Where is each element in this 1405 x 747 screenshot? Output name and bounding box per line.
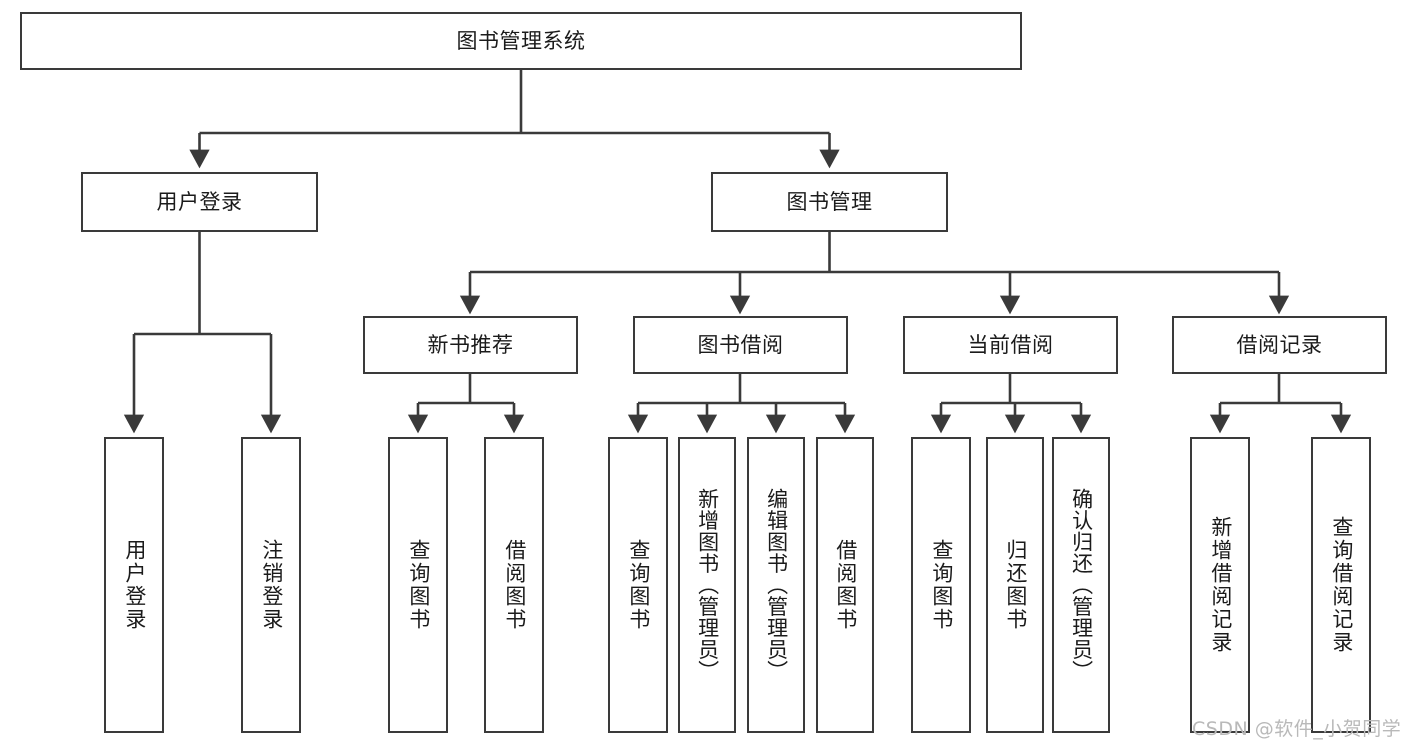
node-leaf-query-book-1[interactable]: 查询图书 bbox=[388, 437, 448, 733]
node-leaf-query-book-3[interactable]: 查询图书 bbox=[911, 437, 971, 733]
node-book-manage-label: 图书管理 bbox=[786, 189, 873, 214]
node-leaf-borrow-book-2-label: 借阅图书 bbox=[833, 539, 858, 631]
node-leaf-add-borrow-record[interactable]: 新增借阅记录 bbox=[1190, 437, 1250, 733]
node-new-book-recommend[interactable]: 新书推荐 bbox=[363, 316, 578, 374]
node-new-book-recommend-label: 新书推荐 bbox=[427, 332, 514, 357]
node-leaf-add-book-admin[interactable]: 新增图书（管理员） bbox=[678, 437, 736, 733]
node-leaf-query-book-3-label: 查询图书 bbox=[929, 539, 954, 631]
node-book-manage[interactable]: 图书管理 bbox=[711, 172, 948, 232]
node-leaf-edit-book-admin[interactable]: 编辑图书（管理员） bbox=[747, 437, 805, 733]
node-leaf-return-book-label: 归还图书 bbox=[1003, 539, 1028, 631]
node-leaf-query-borrow-record-label: 查询借阅记录 bbox=[1329, 516, 1354, 654]
node-user-login-label: 用户登录 bbox=[156, 189, 243, 214]
node-leaf-query-book-1-label: 查询图书 bbox=[406, 539, 431, 631]
node-leaf-edit-book-admin-label: 编辑图书（管理员） bbox=[764, 488, 789, 682]
node-leaf-borrow-book-2[interactable]: 借阅图书 bbox=[816, 437, 874, 733]
node-leaf-add-book-admin-label: 新增图书（管理员） bbox=[695, 488, 720, 682]
node-borrow-record[interactable]: 借阅记录 bbox=[1172, 316, 1387, 374]
node-root[interactable]: 图书管理系统 bbox=[20, 12, 1022, 70]
node-leaf-logout-login[interactable]: 注销登录 bbox=[241, 437, 301, 733]
node-leaf-logout-login-label: 注销登录 bbox=[259, 539, 284, 631]
node-leaf-confirm-return-admin[interactable]: 确认归还（管理员） bbox=[1052, 437, 1110, 733]
node-leaf-add-borrow-record-label: 新增借阅记录 bbox=[1208, 516, 1233, 654]
node-current-borrow[interactable]: 当前借阅 bbox=[903, 316, 1118, 374]
node-book-borrow[interactable]: 图书借阅 bbox=[633, 316, 848, 374]
node-borrow-record-label: 借阅记录 bbox=[1236, 332, 1323, 357]
node-leaf-borrow-book-1-label: 借阅图书 bbox=[502, 539, 527, 631]
node-leaf-confirm-return-admin-label: 确认归还（管理员） bbox=[1069, 488, 1094, 682]
csdn-watermark: CSDN @软件_小贺同学 bbox=[1192, 718, 1402, 740]
node-leaf-return-book[interactable]: 归还图书 bbox=[986, 437, 1044, 733]
node-current-borrow-label: 当前借阅 bbox=[967, 332, 1054, 357]
node-book-borrow-label: 图书借阅 bbox=[697, 332, 784, 357]
node-user-login[interactable]: 用户登录 bbox=[81, 172, 318, 232]
node-leaf-user-login[interactable]: 用户登录 bbox=[104, 437, 164, 733]
node-leaf-borrow-book-1[interactable]: 借阅图书 bbox=[484, 437, 544, 733]
node-leaf-query-borrow-record[interactable]: 查询借阅记录 bbox=[1311, 437, 1371, 733]
node-leaf-query-book-2-label: 查询图书 bbox=[626, 539, 651, 631]
node-root-label: 图书管理系统 bbox=[456, 28, 586, 53]
node-leaf-user-login-label: 用户登录 bbox=[122, 539, 147, 631]
node-leaf-query-book-2[interactable]: 查询图书 bbox=[608, 437, 668, 733]
